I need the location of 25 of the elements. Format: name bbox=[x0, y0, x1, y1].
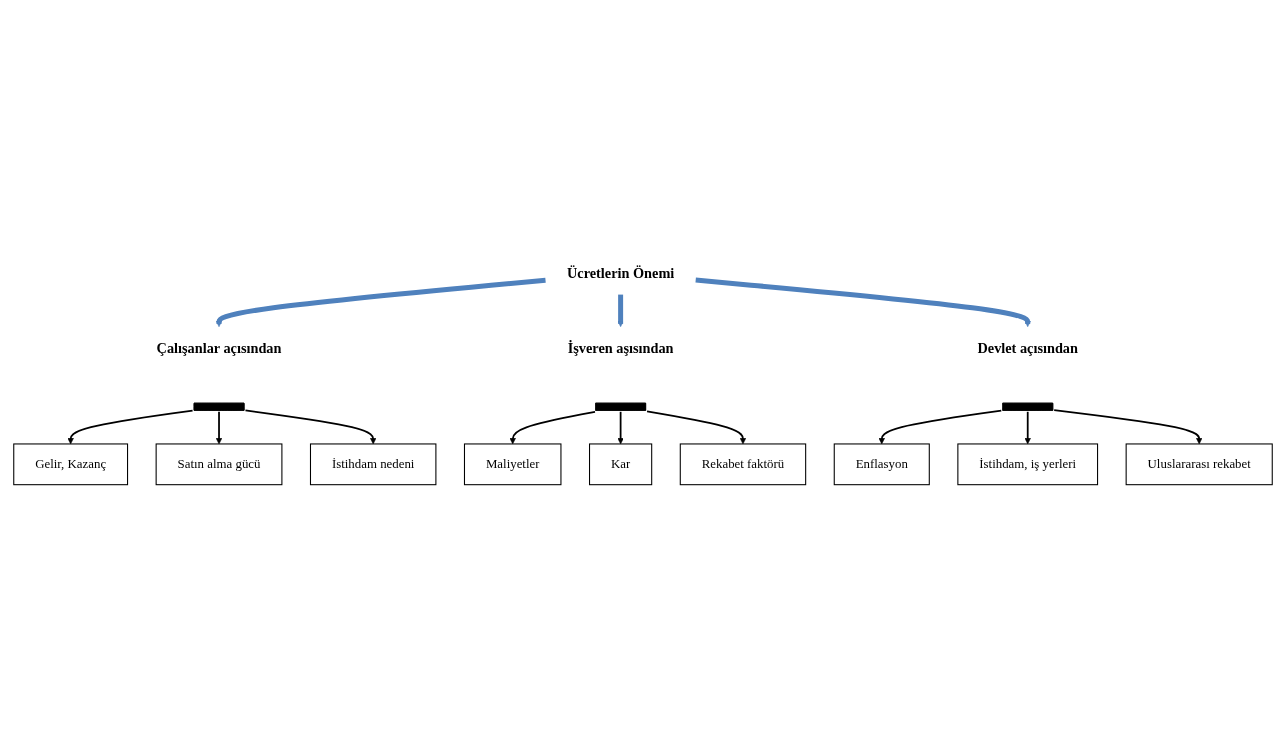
node-box: Uluslararası rekabet bbox=[1125, 443, 1273, 486]
arrow bbox=[646, 410, 747, 445]
node-box: Gelir, Kazanç bbox=[13, 443, 129, 486]
arrow bbox=[215, 410, 223, 445]
arrow bbox=[878, 409, 1003, 445]
arrow bbox=[244, 409, 377, 445]
node-box: Maliyetler bbox=[463, 443, 562, 486]
node-box: İstihdam, iş yerleri bbox=[957, 443, 1099, 486]
arrow bbox=[67, 409, 194, 445]
node-box: Kar bbox=[589, 443, 653, 486]
arrow bbox=[215, 277, 546, 327]
node-text: Devlet açısından bbox=[977, 340, 1078, 356]
arrow bbox=[617, 294, 624, 327]
node-box: Enflasyon bbox=[833, 443, 930, 486]
node-box: İstihdam nedeni bbox=[309, 443, 437, 486]
arrow bbox=[617, 410, 624, 445]
node-box: Satın alma gücü bbox=[155, 443, 283, 486]
arrow bbox=[509, 410, 596, 445]
node-box: Rekabet faktörü bbox=[679, 443, 807, 486]
arrow bbox=[695, 277, 1031, 327]
arrow bbox=[1053, 408, 1203, 445]
arrow bbox=[1024, 410, 1031, 445]
node-text: İşveren aşısından bbox=[567, 340, 674, 356]
node-text: Çalışanlar açısından bbox=[156, 340, 282, 356]
node-text: Ücretlerin Önemi bbox=[566, 265, 675, 281]
